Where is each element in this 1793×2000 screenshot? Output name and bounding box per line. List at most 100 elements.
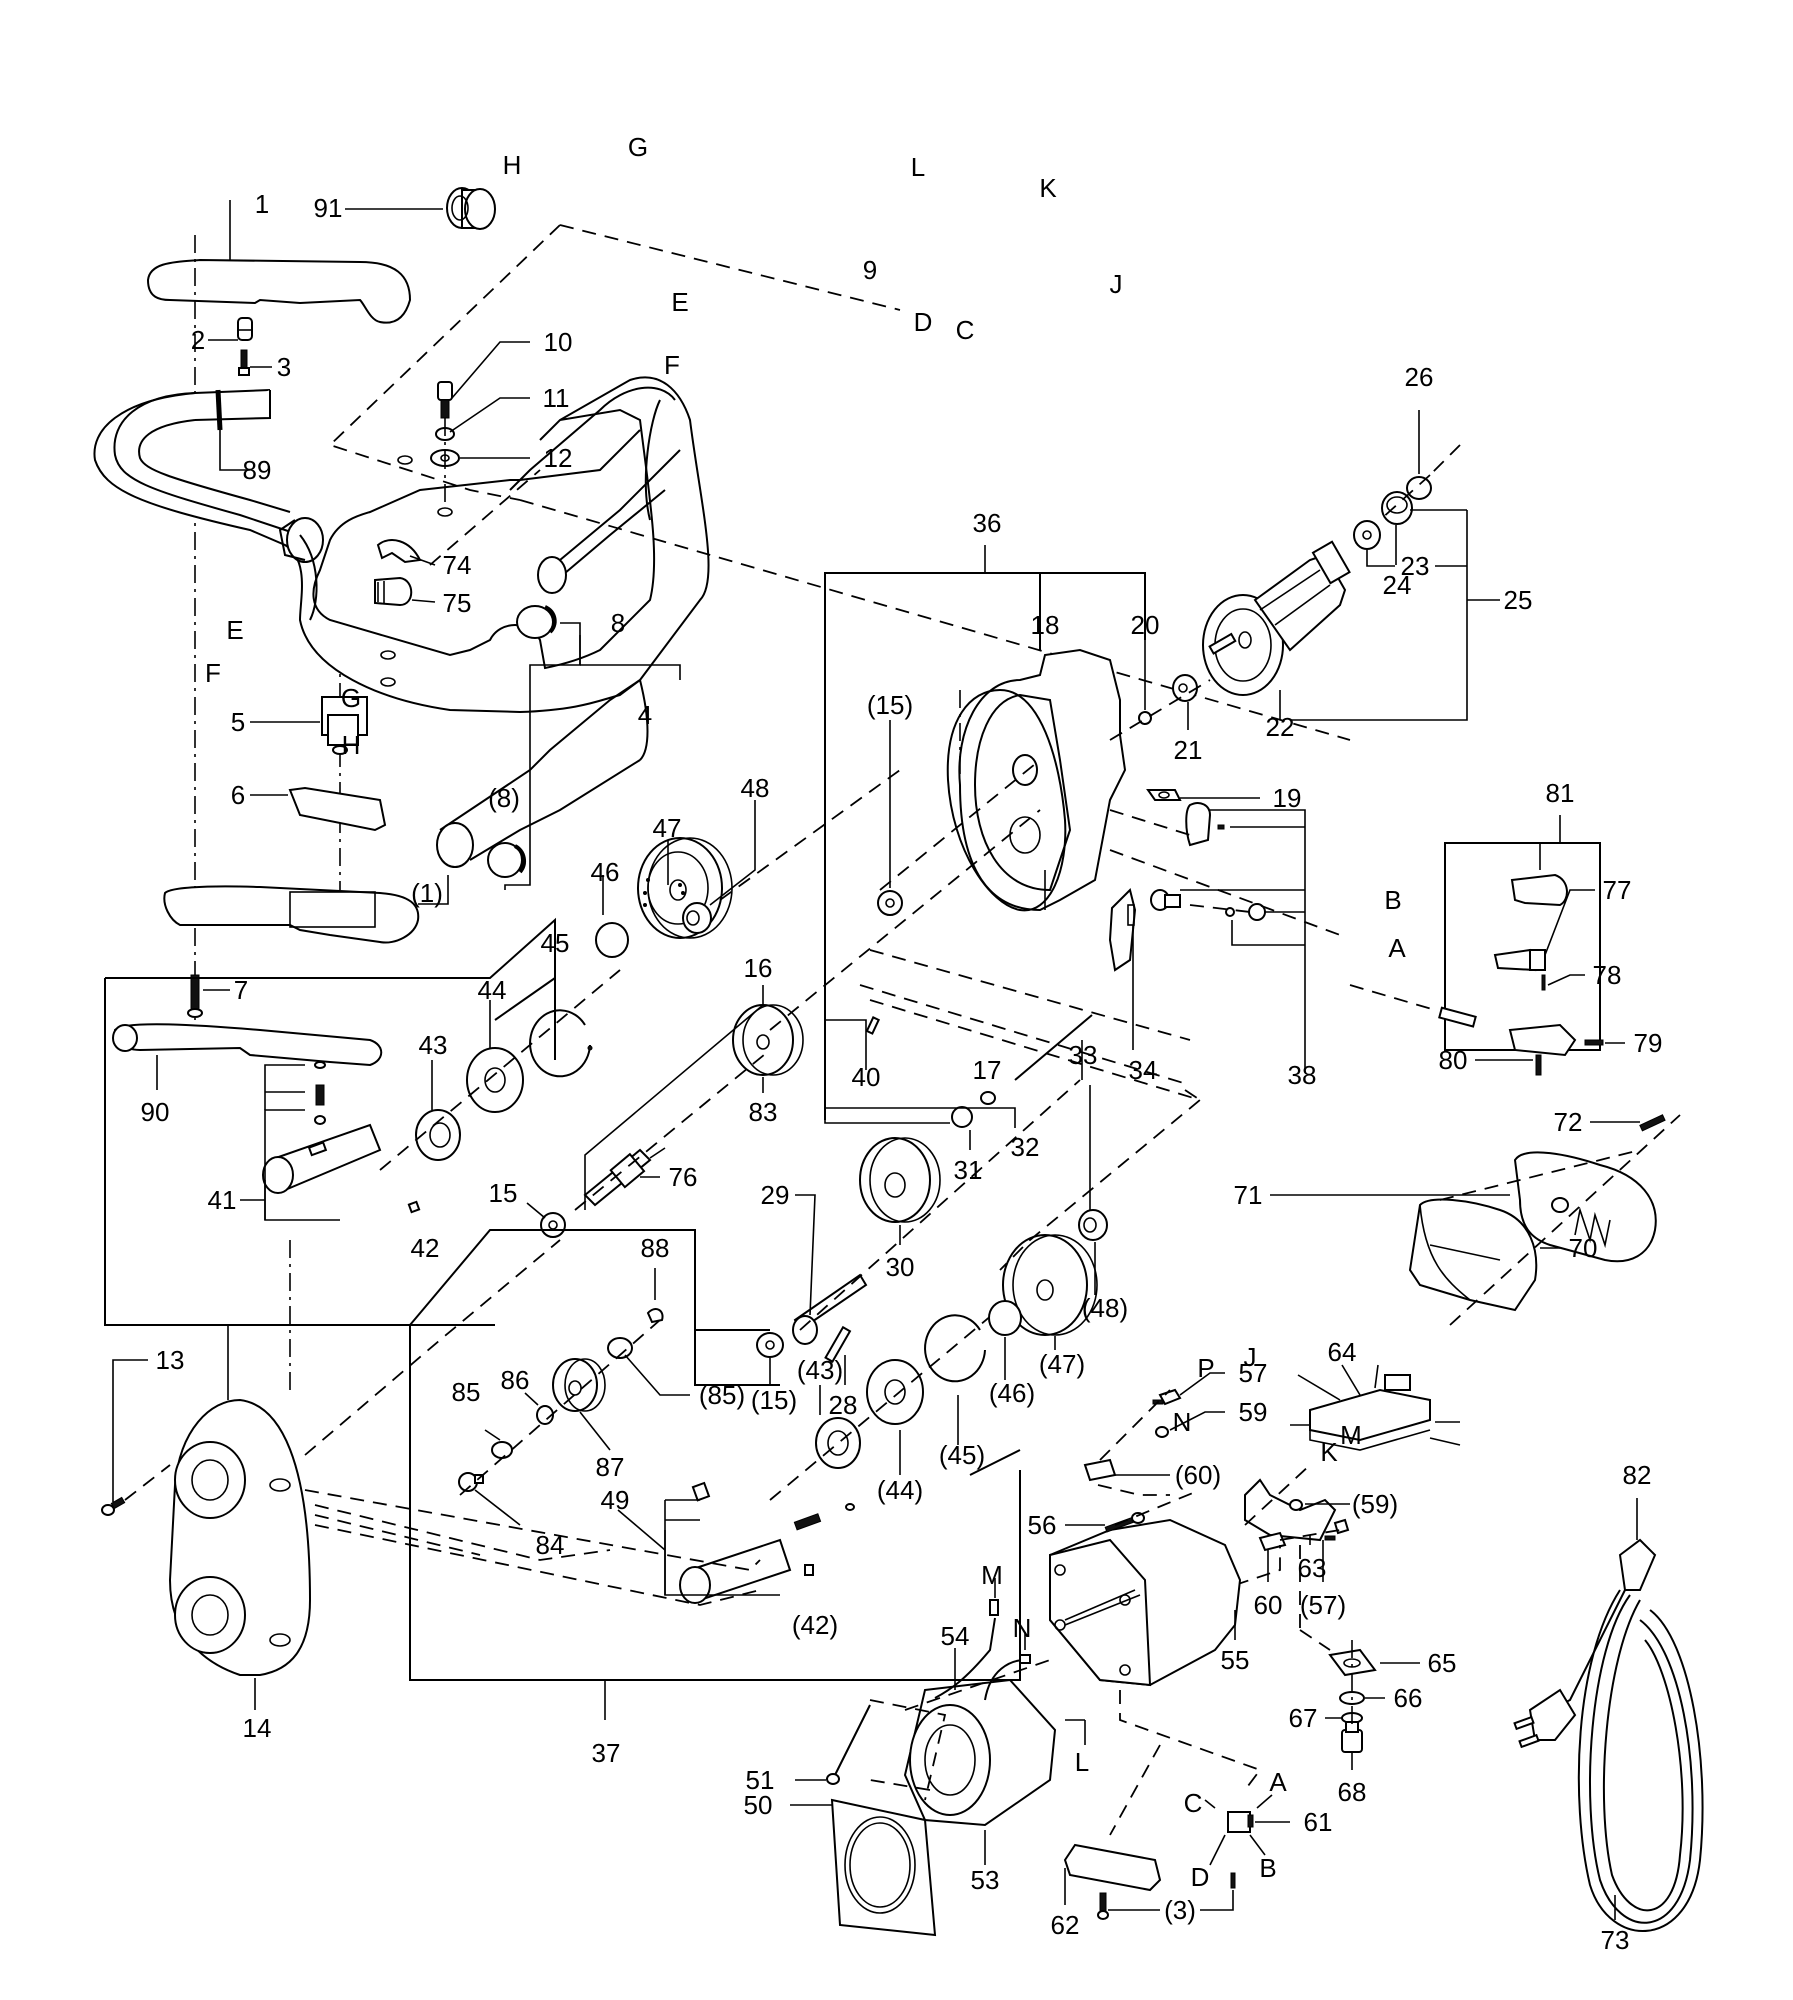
wire-label-l-stator: L [1074,1747,1090,1777]
handle-cover-bottom [163,885,420,944]
end-cap-8 [516,605,557,639]
wire-label-j-board: J [1243,1342,1257,1372]
bushing-48-upper [682,902,712,934]
cover-63 [1244,1478,1337,1542]
wire-label-h-top: H [502,150,522,180]
pinion-76 [583,1147,666,1207]
circlip-45 [529,1009,593,1078]
wire-label-b-61: B [1259,1853,1277,1883]
callout-48: 48 [740,773,770,803]
callout-36: 36 [972,508,1002,538]
callout-74: 74 [442,550,472,580]
connector-61 [1227,1811,1254,1833]
ring-46 [595,922,629,958]
callout-8b: (8) [488,783,520,813]
callout-44: 44 [477,975,507,1005]
bearing-91 [446,187,496,230]
callout-82: 82 [1622,1460,1652,1490]
callout-12: 12 [543,443,573,473]
callout-85b: (85) [698,1380,746,1410]
callout-86: 86 [500,1365,530,1395]
key-28 [824,1325,852,1363]
wire-label-l-cable: L [910,152,926,182]
ring-32 [980,1091,996,1105]
callout-81: 81 [1545,778,1575,808]
power-cord-73 [1577,1589,1704,1932]
switch-5 [321,696,368,755]
callout-60: 60 [1253,1590,1283,1620]
handle-bar-4 [93,376,710,868]
callout-45: 45 [540,928,570,958]
trigger-6 [288,786,387,832]
callout-11: 11 [542,383,570,413]
washer-85 [607,1337,633,1359]
wire-label-e-switch: E [226,615,244,645]
bearing-43 [415,1109,461,1161]
callout-46b: (46) [988,1378,1036,1408]
callout-90: 90 [140,1097,170,1127]
callout-50: 50 [743,1790,773,1820]
grip-90 [112,1023,383,1067]
callout-7: 7 [233,975,249,1005]
callout-54: 54 [940,1621,970,1651]
callout-43b: (43) [796,1355,844,1385]
shaft-29 [792,1273,868,1345]
brush-60b [1258,1531,1287,1552]
callout-68: 68 [1337,1777,1367,1807]
callout-40: 40 [851,1062,881,1092]
wire-label-m-board: M [1340,1420,1362,1450]
callout-20: 20 [1130,610,1160,640]
callout-80: 80 [1438,1045,1468,1075]
callout-67: 67 [1288,1703,1318,1733]
wire-label-j-cable: J [1109,269,1123,299]
pin-40 [865,1016,881,1035]
screw-3 [238,349,250,376]
callout-51: 51 [745,1765,775,1795]
callout-63: 63 [1297,1553,1327,1583]
bearing-sleeve-24 [1381,491,1413,525]
callout-22: 22 [1265,712,1295,742]
callout-3b: (3) [1164,1895,1196,1925]
callout-77: 77 [1602,875,1632,905]
ring-46b [988,1300,1022,1336]
callout-43: 43 [418,1030,448,1060]
callout-49: 49 [600,1485,630,1515]
callout-85: 85 [451,1377,481,1407]
callout-87: 87 [595,1452,625,1482]
callout-47: 47 [652,813,682,843]
callout-61: 61 [1303,1807,1333,1837]
plug-75 [374,576,413,607]
callout-2: 2 [190,325,206,355]
callout-13: 13 [155,1345,185,1375]
switch-base [1508,1023,1577,1057]
switch-77 [1493,948,1546,972]
callout-41: 41 [207,1185,237,1215]
screw-59 [1155,1426,1169,1438]
wire-label-n-wire: N [1012,1613,1032,1643]
callout-42b: (42) [791,1610,839,1640]
wire-label-f-top: F [664,350,680,380]
screw-10 [437,381,453,419]
callout-47b: (47) [1038,1349,1086,1379]
bushing-48-part [643,891,685,895]
callout-8: 8 [610,608,626,638]
callout-15c: (15) [750,1385,798,1415]
callout-17: 17 [972,1055,1002,1085]
screw-3b [1097,1892,1109,1920]
callout-88: 88 [640,1233,670,1263]
nut-19 [1146,789,1182,801]
callout-83: 83 [748,1097,778,1127]
callout-10: 10 [543,327,573,357]
spindle-41 [262,1061,382,1194]
callout-55: 55 [1220,1645,1250,1675]
wire-label-e-top: E [671,287,689,317]
callout-1: 1 [254,189,270,219]
cover-71 [1513,1151,1657,1263]
screw-13 [101,1496,126,1516]
screw-80 [1535,1054,1542,1076]
bearing-43b [815,1417,861,1469]
wire-label-n-board: N [1172,1407,1192,1437]
callout-16: 16 [743,953,773,983]
wire-label-k-cable: K [1039,173,1057,203]
